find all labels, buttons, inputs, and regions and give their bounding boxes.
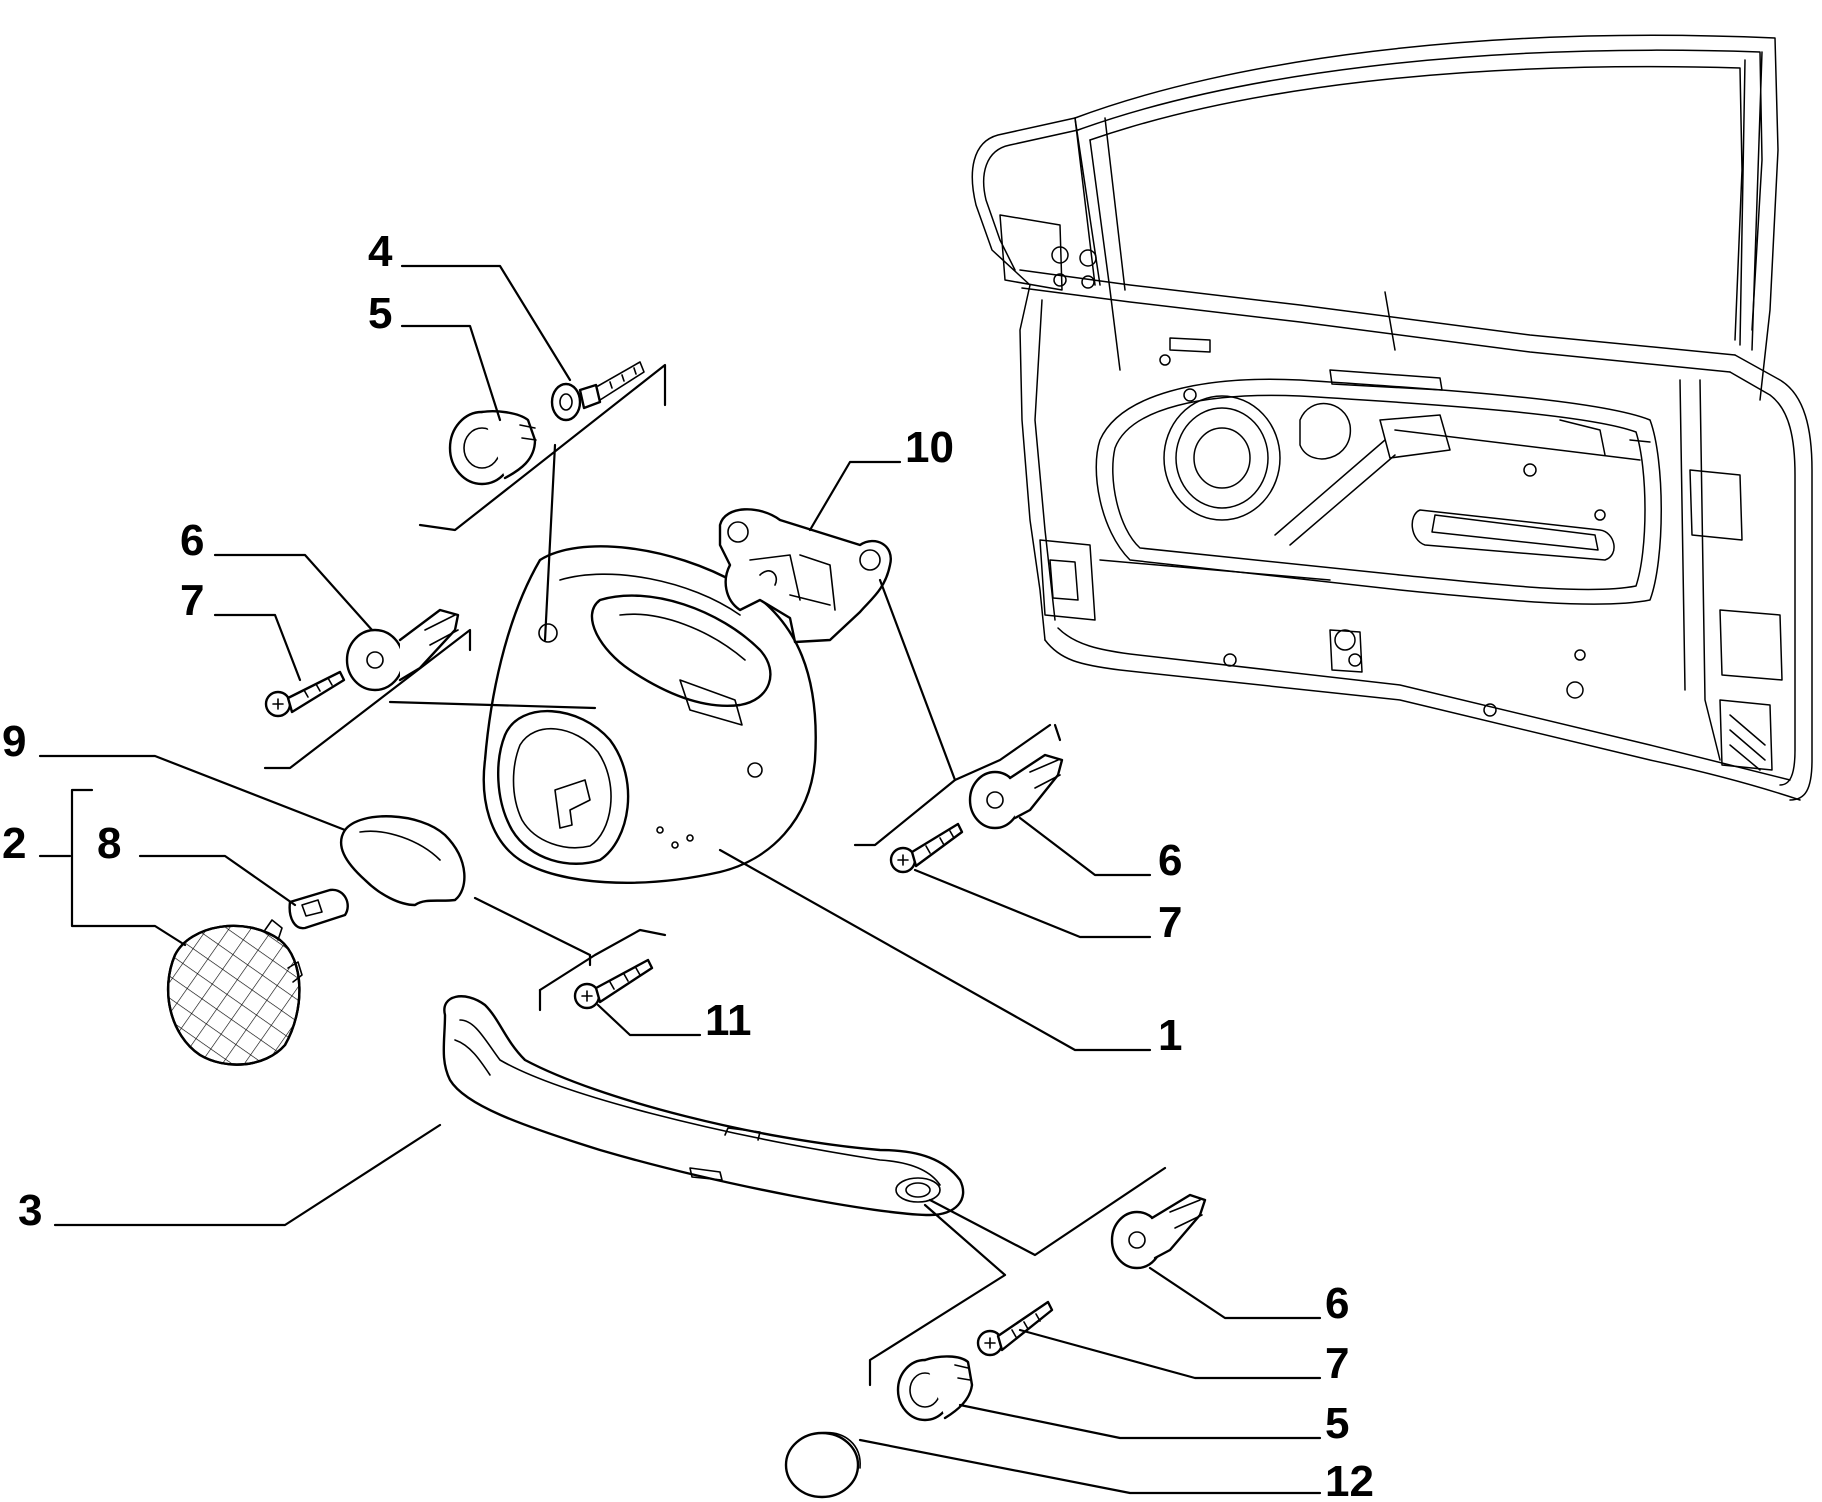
callout-10: 10	[905, 423, 954, 472]
callout-11: 11	[705, 996, 752, 1045]
callout-7-bottom: 7	[1325, 1339, 1349, 1388]
rivet-bottom-part	[1110, 1193, 1207, 1270]
rivet-right-part	[968, 753, 1064, 830]
bush-top-part	[448, 410, 537, 486]
plug-cap-part	[784, 1431, 861, 1499]
screw-right-part	[889, 822, 964, 874]
callout-8: 8	[97, 819, 121, 868]
screw-left-part	[264, 670, 346, 718]
leader-lines	[38, 264, 1322, 1495]
speaker-grille-part	[167, 919, 303, 1066]
callout-4: 4	[368, 227, 393, 276]
callout-6-bottom: 6	[1325, 1279, 1349, 1328]
screw-bottom-part	[976, 1300, 1054, 1357]
door-frame	[971, 34, 1813, 801]
callout-5-top: 5	[368, 289, 392, 338]
callout-7-right: 7	[1158, 898, 1182, 947]
bush-bottom-part	[896, 1355, 974, 1422]
rivet-left-part	[345, 608, 460, 692]
trim-panel-part	[482, 545, 817, 884]
cover-cap-part	[339, 815, 466, 907]
screw-eleven-part	[573, 958, 654, 1010]
callout-1: 1	[1158, 1011, 1182, 1060]
screw-washer-top-part	[550, 361, 645, 422]
callout-12: 12	[1325, 1457, 1374, 1502]
armrest-bar-part	[442, 995, 965, 1217]
callout-5-bottom: 5	[1325, 1399, 1349, 1448]
handle-bracket-part	[718, 508, 892, 644]
callout-2: 2	[2, 819, 26, 868]
retaining-clip-part	[288, 888, 349, 930]
callout-6-left: 6	[180, 516, 204, 565]
callout-6-right: 6	[1158, 836, 1182, 885]
callout-labels: 4 5 10 6 7 9 2 8 6 7 11 1 3 6 7 5 12	[2, 227, 1374, 1502]
callout-3: 3	[18, 1186, 42, 1235]
callout-9: 9	[2, 717, 26, 766]
callout-7-left: 7	[180, 576, 204, 625]
